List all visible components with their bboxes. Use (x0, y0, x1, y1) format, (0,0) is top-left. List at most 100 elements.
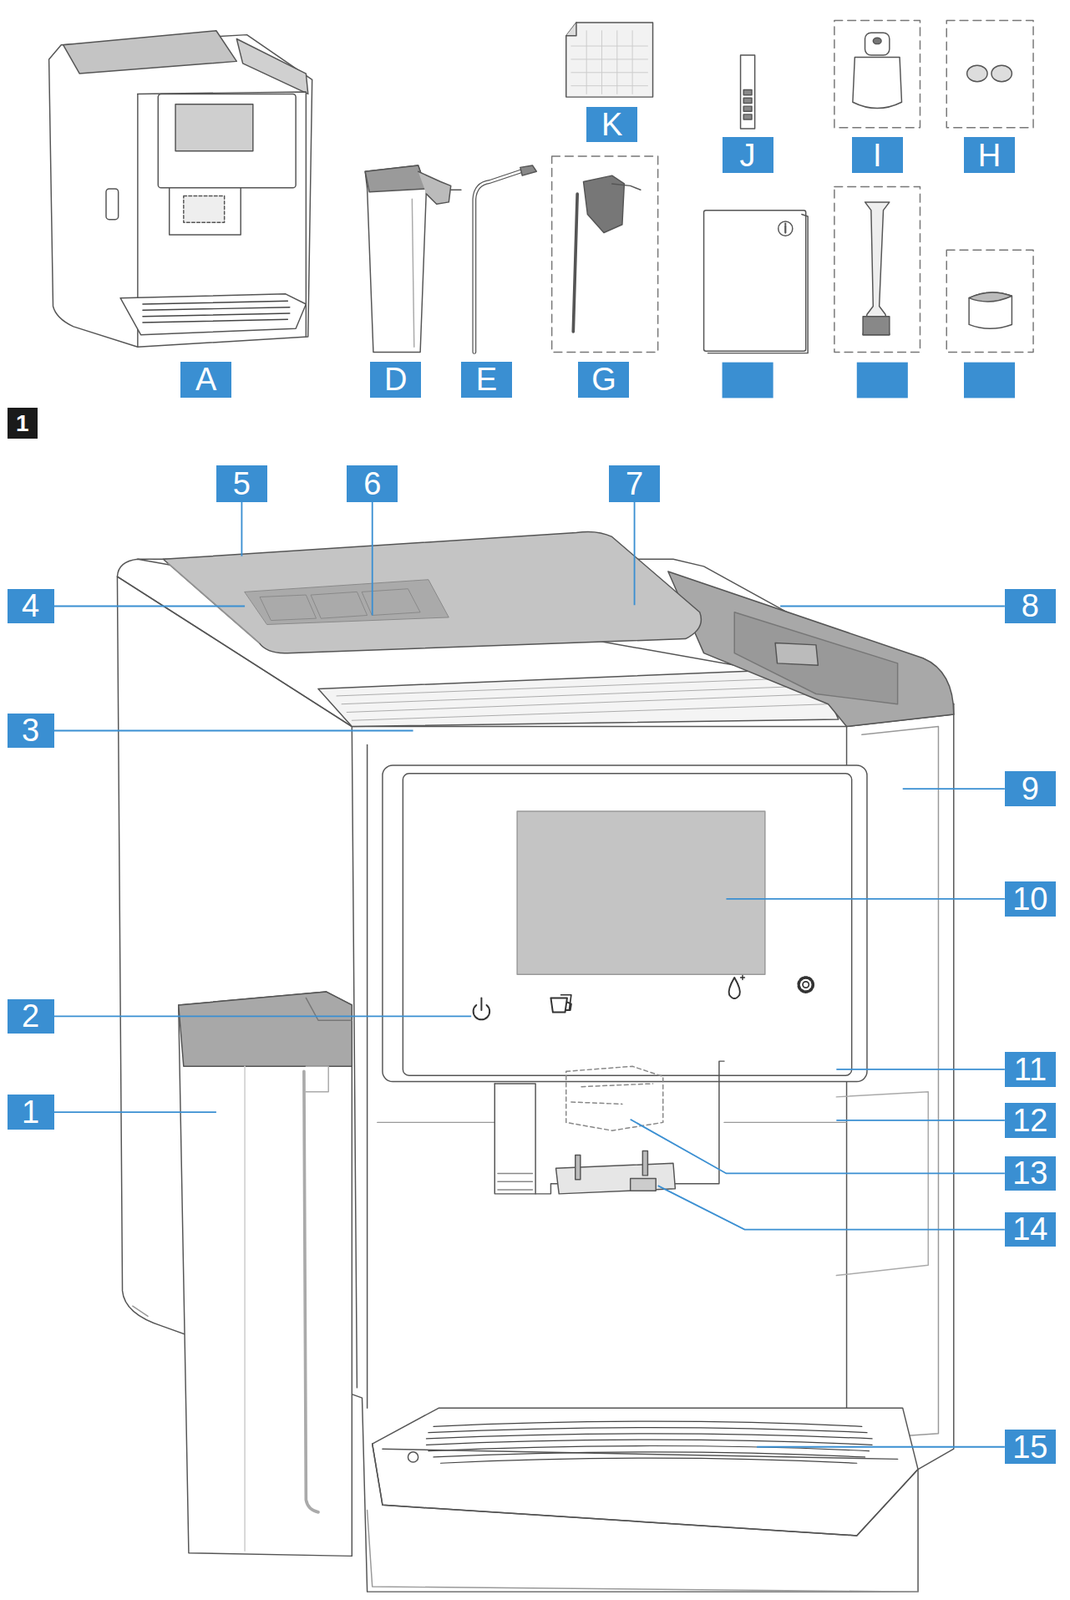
descaling-container-part (968, 292, 1012, 329)
coffee-machine-part (480, 997, 482, 1010)
instruction-manual-part (704, 210, 807, 352)
callout-number: 12 (1004, 1102, 1056, 1138)
callout-number: 2 (7, 999, 55, 1035)
callout-number: 11 (1004, 1051, 1056, 1087)
water-filter (834, 20, 921, 128)
instruction-manual-part (784, 223, 787, 234)
coffee-machine-part (802, 981, 809, 988)
coffee-machine-part (497, 1172, 533, 1190)
coffee-machine-part-part (425, 1439, 873, 1445)
cleaning-tablets-part (946, 20, 1034, 128)
callout-number: 13 (1004, 1156, 1056, 1192)
milk-adapter (552, 156, 659, 352)
leader-lines-part (836, 1119, 1005, 1121)
callout-number: 3 (7, 713, 55, 749)
coffee-machine-part (494, 1060, 725, 1194)
instruction-manual (704, 210, 809, 354)
cleaning-cloth (566, 22, 654, 97)
coffee-machine-part (372, 1443, 918, 1536)
instruction-manual-part (707, 214, 808, 354)
callout-number: 7 (608, 465, 660, 503)
milk-container-accessory-part (418, 171, 452, 204)
leader-lines-part (240, 502, 243, 557)
coffee-machine-part (561, 994, 572, 1010)
coffee-machine-part (382, 1448, 898, 1459)
test-strip (740, 55, 756, 129)
coffee-machine-part (244, 579, 449, 625)
leader-lines-part (633, 502, 636, 605)
coffee-machine-part (366, 745, 368, 1409)
cleaning-cloth-part (571, 30, 649, 95)
coffee-machine-part (407, 1451, 418, 1462)
coffee-machine-part (304, 1070, 319, 1512)
coffee-machine-part (729, 977, 741, 999)
leader-lines-part (53, 1110, 217, 1113)
coffee-machine-part (167, 562, 259, 643)
callout-number: 8 (1004, 588, 1056, 624)
callout-number: 9 (1004, 770, 1056, 807)
test-strip-part (743, 90, 752, 96)
water-filter-part (872, 37, 882, 44)
coffee-machine-part (178, 991, 353, 1066)
coffee-machine-part (336, 677, 829, 721)
coffee-machine-part-part (259, 588, 421, 621)
coffee-machine-part-part (244, 579, 449, 625)
cleaning-tool-part (862, 202, 890, 335)
coffee-machine-part (862, 726, 939, 1439)
machine-thumbnail-part (142, 300, 290, 323)
milk-tube-part (474, 171, 521, 352)
descaling-container (946, 249, 1034, 352)
cleaning-tablets-part (991, 65, 1012, 82)
machine-thumbnail-part (63, 30, 238, 74)
callout-number: J (722, 136, 774, 173)
callout-number: 4 (7, 588, 55, 624)
coffee-machine-part-part (425, 1433, 873, 1439)
cleaning-tablets (946, 20, 1034, 128)
coffee-machine-part (740, 975, 746, 980)
machine-thumbnail-part (120, 294, 306, 335)
cleaning-tool (834, 187, 921, 353)
machine-thumbnail-part (157, 93, 296, 188)
milk-tube (474, 165, 537, 352)
coffee-machine-part (162, 531, 701, 653)
empty-label-box (722, 362, 1015, 399)
callout-number: A (180, 361, 232, 398)
coffee-machine-part (494, 1083, 536, 1194)
milk-tube-part (520, 165, 538, 176)
machine-thumbnail-part (106, 188, 119, 220)
callout-number: 6 (346, 465, 398, 503)
coffee-machine-part (575, 1154, 581, 1179)
milk-container-accessory-part (365, 165, 426, 352)
water-filter-part (834, 20, 921, 128)
coffee-machine-part (402, 773, 852, 1076)
machine-thumbnail-part (183, 196, 225, 224)
leader-lines-part (756, 1445, 1005, 1448)
test-strip-part (743, 114, 752, 120)
coffee-machine-part (377, 1121, 847, 1123)
test-strip-part (740, 55, 756, 129)
leader-lines-part (725, 897, 1005, 900)
cleaning-cloth-part (566, 22, 577, 36)
coffee-machine-part-part (433, 1420, 863, 1426)
water-filter-part (865, 32, 890, 56)
cleaning-tablets-part (967, 65, 988, 82)
coffee-machine-part (305, 1065, 329, 1092)
leader-lines-part (53, 1014, 472, 1017)
coffee-machine-part (116, 558, 954, 1592)
coffee-machine-part-part (428, 1427, 868, 1433)
milk-adapter-part (612, 183, 641, 190)
coffee-machine-part (556, 1162, 676, 1194)
coffee-machine-part (243, 1065, 245, 1551)
descaling-container-part (968, 292, 1012, 302)
empty-label-box-part (722, 362, 774, 399)
machine-thumbnail-part (49, 35, 313, 348)
callout-number: E (461, 361, 513, 398)
callout-number: D (370, 361, 421, 398)
leader-lines-part (53, 605, 246, 608)
callout-number: K (586, 106, 638, 143)
illustration-part (49, 20, 1034, 1593)
coffee-machine-part (668, 571, 954, 727)
callout-number: 5 (216, 465, 268, 503)
cleaning-tool-part (862, 316, 890, 335)
